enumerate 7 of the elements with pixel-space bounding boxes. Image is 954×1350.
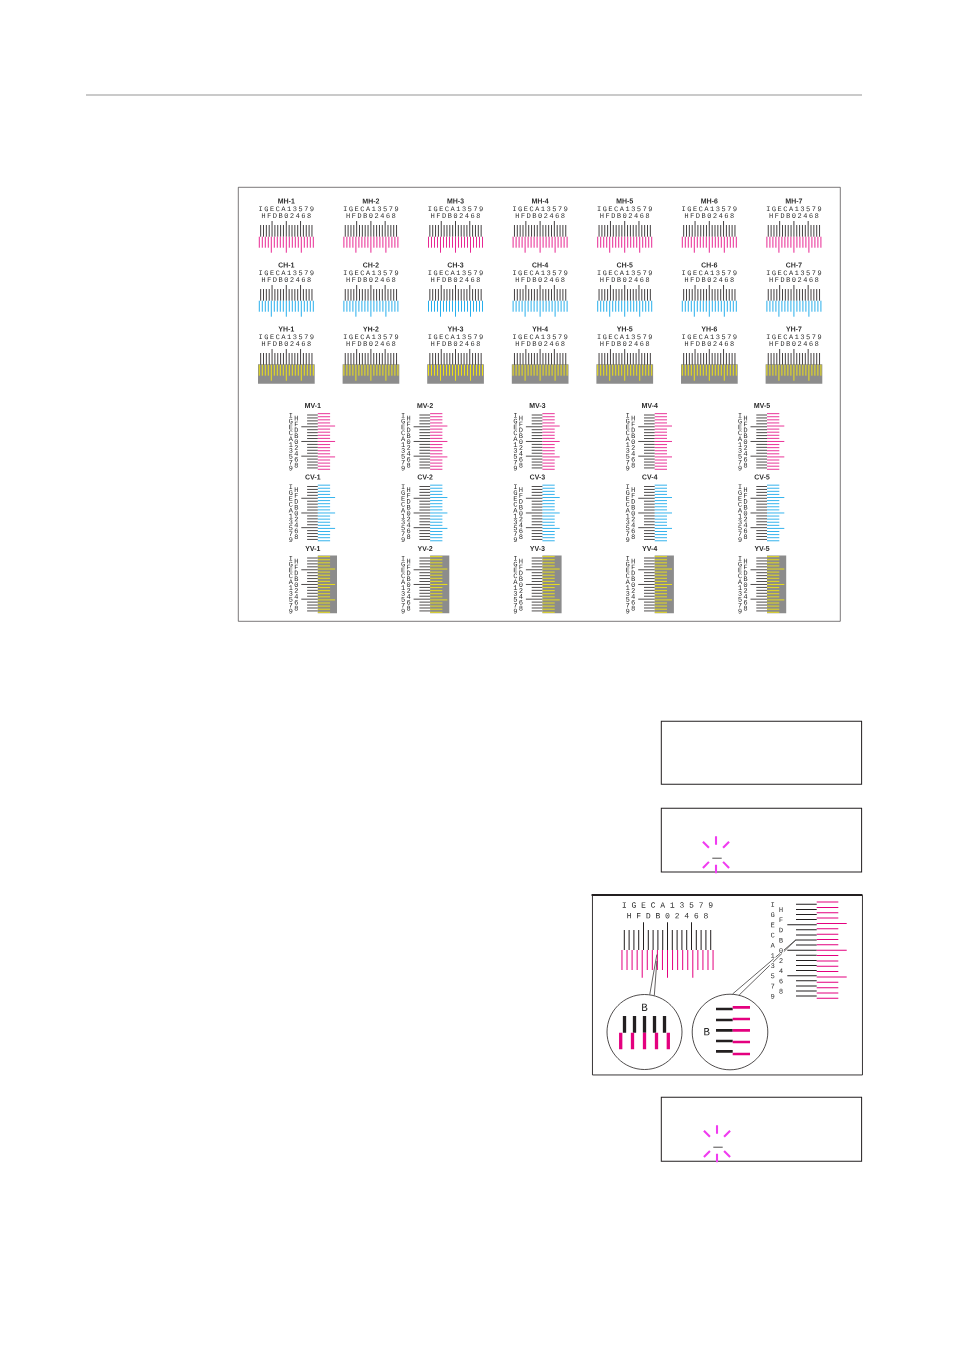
- scale-letters: I G E C A 1 3 5 7 9: [622, 902, 713, 908]
- line-pair: [795, 939, 839, 941]
- leader-line: [649, 954, 658, 996]
- leader-line: [732, 939, 797, 996]
- display-screen: [660, 720, 863, 785]
- scale-letters: H F D B 0 2 4 6 8: [627, 913, 708, 919]
- line-pair: [656, 929, 659, 971]
